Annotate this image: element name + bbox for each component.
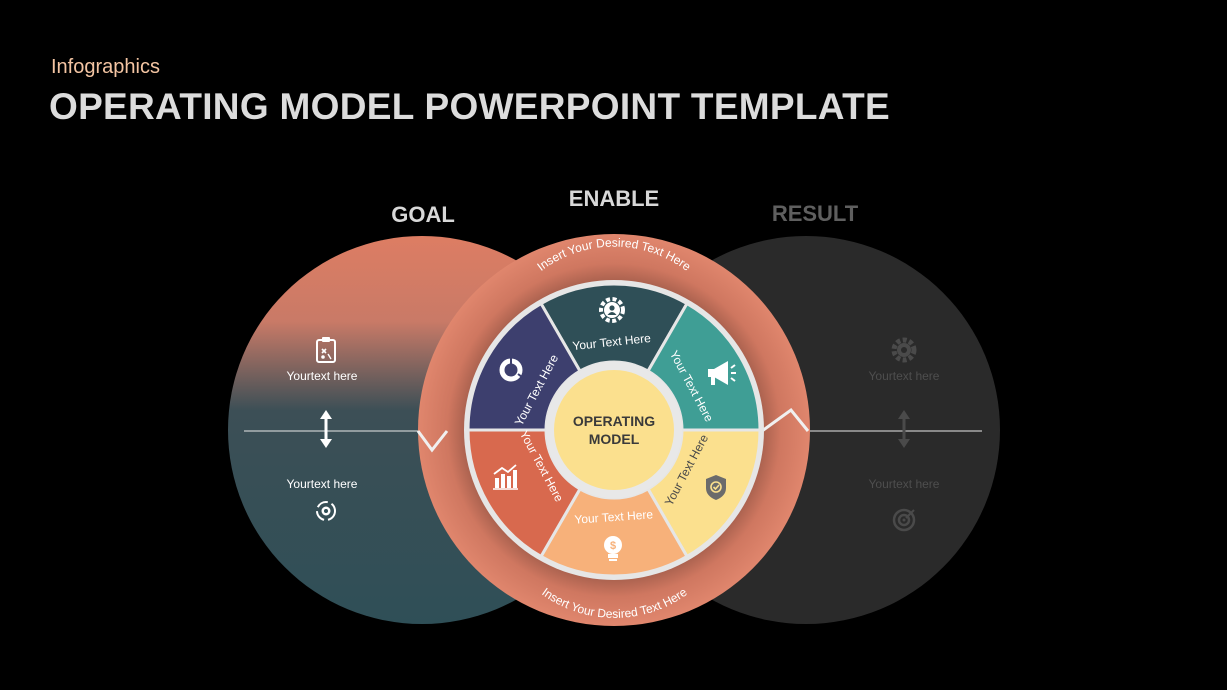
goal-heading: GOAL (391, 202, 455, 227)
center-inner (554, 370, 674, 490)
result-top-text: Yourtext here (869, 369, 940, 383)
cycle-gear-icon (316, 501, 336, 521)
megaphone-icon (708, 361, 736, 385)
result-bottom-text: Yourtext here (869, 477, 940, 491)
target-icon (892, 508, 916, 532)
goal-top-text: Yourtext here (287, 369, 358, 383)
center-label-line2: MODEL (589, 431, 640, 447)
header-subtitle: Infographics (51, 56, 160, 78)
gear-person-icon (599, 297, 625, 323)
goal-bottom-text: Yourtext here (287, 477, 358, 491)
clipboard-strategy-icon (316, 337, 336, 363)
svg-text:$: $ (610, 540, 616, 552)
shield-check-icon (706, 475, 726, 500)
result-up-down-arrow-icon (898, 410, 910, 448)
result-gear-icon (891, 337, 917, 363)
right-notch-line (761, 407, 810, 433)
page-title: OPERATING MODEL POWERPOINT TEMPLATE (49, 86, 890, 127)
goal-up-down-arrow-icon (320, 410, 332, 448)
donut-chart-icon (499, 358, 523, 382)
enable-heading: ENABLE (569, 186, 659, 211)
idea-dollar-icon: $ (604, 536, 622, 561)
segment-label-4: Your Text Here (574, 507, 654, 526)
left-notch-line (416, 430, 449, 453)
growth-chart-icon (493, 464, 518, 490)
result-heading: RESULT (772, 201, 859, 226)
center-label-line1: OPERATING (573, 413, 655, 429)
wheel-segments (466, 282, 762, 578)
